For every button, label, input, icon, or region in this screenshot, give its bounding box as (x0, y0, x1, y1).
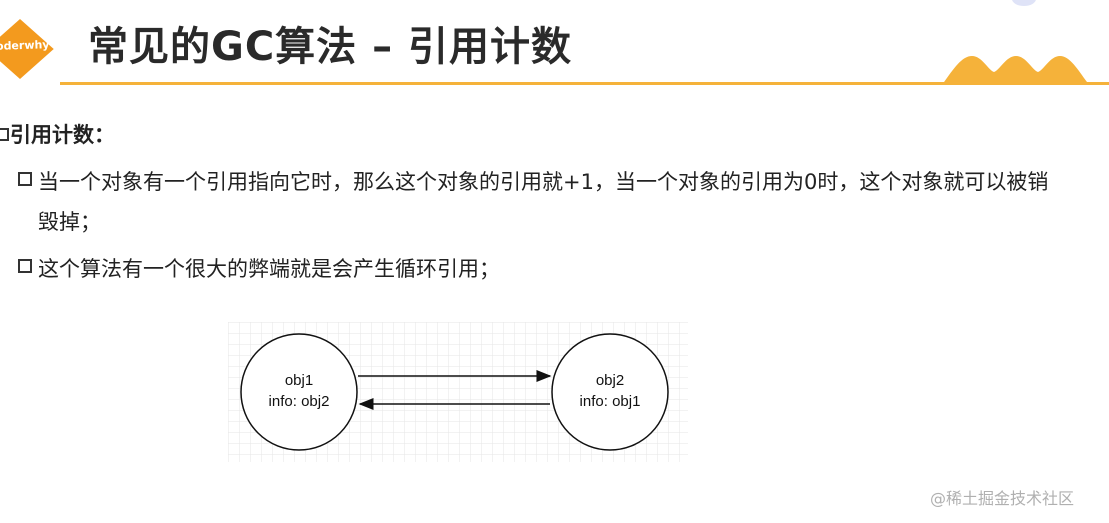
page-title: 常见的GC算法 – 引用计数 (88, 24, 573, 70)
obj1-info: info: obj2 (269, 393, 330, 410)
obj1-name: obj1 (285, 372, 313, 389)
bullet-2-text: 这个算法有一个很大的弊端就是会产生循环引用； (38, 257, 500, 281)
section-bullet-icon (0, 128, 9, 141)
section-heading: 引用计数： (10, 123, 115, 147)
logo-badge (0, 15, 58, 83)
obj2-name: obj2 (596, 372, 624, 389)
logo-text: oderwhy (0, 38, 50, 53)
bullet-1-line-2: 毁掉； (38, 210, 101, 234)
mountains-decoration (942, 56, 1087, 85)
bullet-1-line-1: 当一个对象有一个引用指向它时，那么这个对象的引用就+1，当一个对象的引用为0时，… (38, 170, 1049, 194)
obj2-node (551, 333, 669, 451)
obj1-node (240, 333, 358, 451)
obj2-info: info: obj1 (580, 393, 641, 410)
top-strip (0, 0, 1109, 8)
watermark: @稀土掘金技术社区 (930, 489, 1075, 508)
circular-reference-diagram: obj1 info: obj2 obj2 info: obj1 (228, 322, 688, 462)
square-bullet-icon (18, 172, 32, 186)
square-bullet-icon (18, 259, 32, 273)
top-decoration (1012, 0, 1036, 6)
title-underline (60, 82, 1109, 85)
